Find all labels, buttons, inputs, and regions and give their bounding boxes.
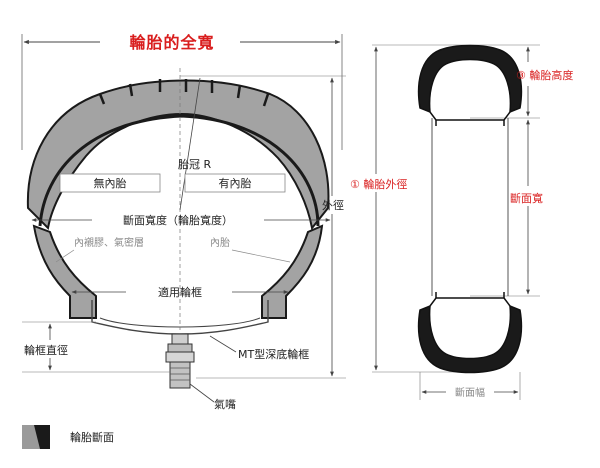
tire-height-label: ③ 輪胎高度: [516, 68, 573, 82]
section-width-bottom-dimension: [419, 372, 521, 400]
section-width-bottom-label: 斷面幅: [455, 386, 485, 399]
section-width-label: 斷面寬度（輪胎寬度）: [123, 213, 233, 227]
no-tube-label: 無內胎: [94, 176, 127, 190]
right-tire-top: [417, 44, 523, 114]
right-tire-bottom: [417, 304, 523, 374]
inner-tube-label: 內胎: [210, 236, 230, 249]
crown-radius-line: [179, 77, 201, 211]
tire-section-gray: [26, 79, 330, 231]
section-width-vertical-label: 斷面寬: [510, 191, 543, 205]
rim-diameter-dimension: [22, 321, 170, 373]
right-outer-diameter-label: ① 輪胎外徑: [350, 177, 407, 191]
valve-label: 氣嘴: [214, 397, 236, 411]
right-top-rim: [429, 111, 511, 126]
legend-swatch: [22, 425, 50, 449]
right-bottom-rim: [429, 292, 511, 307]
right-middle: [431, 118, 509, 296]
no-tube-box: [59, 173, 161, 193]
applicable-rim-label: 適用輪框: [158, 285, 202, 299]
overall-width-title: 輪胎的全寬: [129, 33, 214, 52]
with-tube-box: [184, 173, 286, 193]
outer-diameter-label: 外徑: [322, 199, 344, 212]
rim-diameter-label: 輪框直徑: [24, 343, 68, 357]
overall-width-dimension: [21, 34, 343, 150]
crown-r-label: 胎冠 R: [178, 157, 211, 171]
sidewall-right: [261, 224, 324, 319]
inner-liner-label: 內襯膠、氣密層: [74, 236, 144, 249]
with-tube-label: 有內胎: [219, 176, 252, 190]
mt-rim-label: MT型深底輪框: [238, 347, 309, 361]
legend-label: 輪胎斷面: [70, 430, 114, 444]
outer-diameter-dimension: [180, 75, 346, 379]
mt-rim-leader: [209, 335, 237, 353]
valve-leader: [189, 383, 215, 403]
valve-stem: [165, 333, 195, 389]
inner-liner: [38, 114, 320, 227]
tread-grooves: [98, 79, 270, 107]
sidewall-left: [32, 224, 97, 319]
